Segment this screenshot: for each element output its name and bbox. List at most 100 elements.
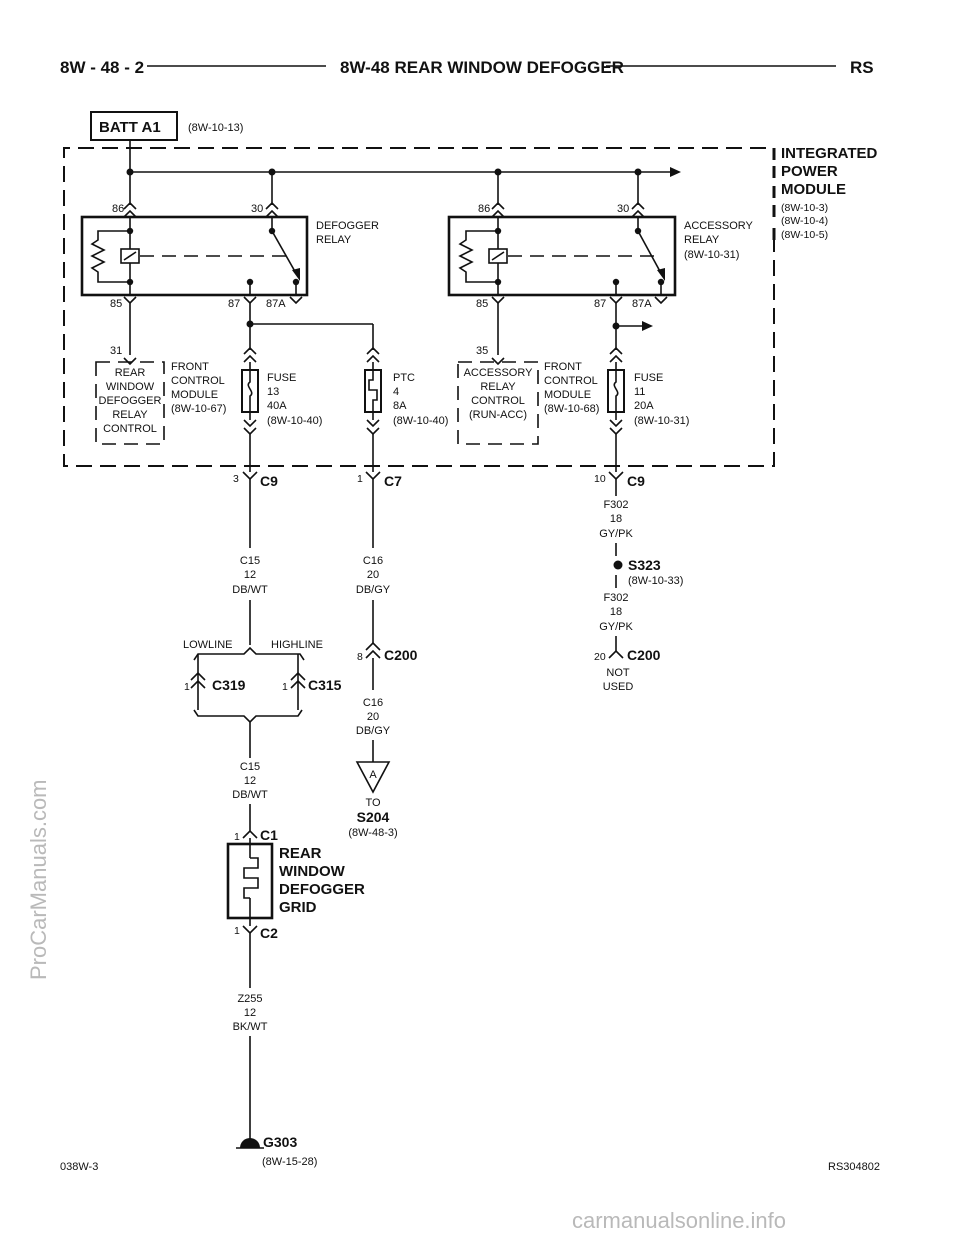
ipm-ref-1: (8W-10-3) [781, 202, 828, 214]
fuse-element [247, 370, 253, 412]
svg-text:G303: G303 [263, 1134, 297, 1150]
splice-s323: S323 [628, 557, 661, 573]
svg-text:4: 4 [393, 386, 399, 398]
svg-text:C315: C315 [308, 677, 342, 693]
acc-pin-85: 85 [476, 298, 488, 310]
relay-coil-resistor [90, 230, 130, 283]
svg-text:CONTROL: CONTROL [171, 375, 225, 387]
ptc-element [368, 370, 378, 412]
connector-c9-pin10: 10 C9 [594, 471, 645, 489]
svg-text:DB/GY: DB/GY [356, 584, 391, 596]
connector-c200-pin20: 20 C200 [594, 647, 661, 663]
footer-right-code: RS304802 [828, 1161, 880, 1173]
fuse-13: FUSE 13 40A (8W-10-40) [241, 346, 322, 436]
svg-text:DEFOGGER: DEFOGGER [279, 881, 365, 898]
page-number: 8W - 48 - 2 [60, 58, 144, 77]
svg-text:10: 10 [594, 473, 606, 485]
svg-text:F302: F302 [603, 592, 628, 604]
batt-label: BATT A1 [99, 119, 161, 136]
splice-s323-ref: (8W-10-33) [628, 575, 683, 587]
svg-text:WINDOW: WINDOW [279, 863, 346, 880]
svg-text:12: 12 [244, 775, 256, 787]
svg-text:ACCESSORY: ACCESSORY [464, 367, 534, 379]
svg-text:(8W-10-31): (8W-10-31) [634, 415, 689, 427]
connector-c319: 1 C319 [184, 671, 246, 693]
svg-text:PTC: PTC [393, 372, 415, 384]
fcm-rear-window-defogger-relay-control: 31 REAR WINDOW DEFOGGER RELAY CONTROL FR… [95, 345, 226, 445]
ipm-label-2: POWER [781, 163, 838, 180]
relay-switch-arm [271, 230, 298, 276]
svg-text:TO: TO [365, 797, 381, 809]
svg-text:FUSE: FUSE [267, 372, 296, 384]
fcm-left-box [95, 361, 165, 445]
svg-text:20A: 20A [634, 400, 654, 412]
wire-f302-lower: F302 18 GY/PK [599, 592, 633, 633]
fcm-accessory-relay-control: 35 ACCESSORY RELAY CONTROL (RUN-ACC) FRO… [457, 345, 599, 445]
svg-text:(8W-10-68): (8W-10-68) [544, 403, 599, 415]
wire-c16-lower: C16 20 DB/GY [356, 697, 391, 737]
page-title: 8W-48 REAR WINDOW DEFOGGER [340, 58, 624, 77]
svg-text:(8W-10-40): (8W-10-40) [267, 415, 322, 427]
svg-text:GY/PK: GY/PK [599, 621, 633, 633]
batt-box [90, 111, 178, 141]
svg-text:Z255: Z255 [237, 993, 262, 1005]
svg-text:20: 20 [594, 651, 606, 663]
svg-text:1: 1 [184, 681, 190, 693]
svg-text:C16: C16 [363, 555, 383, 567]
svg-text:18: 18 [610, 606, 622, 618]
svg-text:8: 8 [357, 651, 363, 663]
footer-left-code: 038W-3 [60, 1161, 98, 1173]
svg-text:RELAY: RELAY [112, 409, 148, 421]
svg-text:C2: C2 [260, 925, 278, 941]
wire-c15-upper: C15 12 DB/WT [232, 555, 268, 596]
svg-text:C9: C9 [627, 473, 645, 489]
accessory-relay-name-2: RELAY [684, 234, 720, 246]
svg-text:C15: C15 [240, 555, 260, 567]
ground-g303: G303 (8W-15-28) [236, 1134, 317, 1168]
svg-text:(8W-10-40): (8W-10-40) [393, 415, 448, 427]
pin-85: 85 [110, 298, 122, 310]
ipm-label-3: MODULE [781, 181, 846, 198]
svg-text:DB/GY: DB/GY [356, 725, 391, 737]
svg-text:C200: C200 [627, 647, 661, 663]
ipm-boundary [63, 147, 775, 467]
svg-text:C200: C200 [384, 647, 418, 663]
ipm-ref-3: (8W-10-5) [781, 229, 828, 241]
lowline-label: LOWLINE [183, 639, 233, 651]
svg-text:REAR: REAR [279, 845, 322, 862]
connector-c7-pin1: 1 C7 [357, 471, 402, 489]
pin-87a: 87A [266, 298, 286, 310]
wire-f302-upper: F302 18 GY/PK [599, 499, 633, 540]
accessory-relay-box [447, 215, 677, 297]
svg-text:11: 11 [634, 386, 645, 398]
acc-pin-87a: 87A [632, 298, 652, 310]
wire-c15-lower: C15 12 DB/WT [232, 761, 268, 801]
ptc-4: PTC 4 8A (8W-10-40) [364, 346, 448, 436]
defogger-relay-name: DEFOGGER [316, 220, 379, 232]
svg-text:BK/WT: BK/WT [233, 1021, 268, 1033]
svg-text:C9: C9 [260, 473, 278, 489]
grid-element [243, 857, 259, 899]
svg-text:C7: C7 [384, 473, 402, 489]
batt-ref: (8W-10-13) [188, 122, 243, 134]
side-watermark: ProCarManuals.com [26, 779, 51, 980]
defogger-relay-box [80, 215, 309, 297]
wire-z255: Z255 12 BK/WT [233, 993, 268, 1033]
svg-text:FRONT: FRONT [544, 361, 582, 373]
svg-text:CONTROL: CONTROL [544, 375, 598, 387]
svg-text:12: 12 [244, 1007, 256, 1019]
svg-text:18: 18 [610, 513, 622, 525]
ipm-ref-2: (8W-10-4) [781, 215, 828, 227]
ground-icon [240, 1138, 260, 1148]
not-used-label-2: USED [603, 681, 634, 693]
svg-text:20: 20 [367, 569, 379, 581]
acc-pin-86: 86 [478, 203, 490, 215]
svg-text:(8W-15-28): (8W-15-28) [262, 1156, 317, 1168]
pin-30: 30 [251, 203, 263, 215]
highline-label: HIGHLINE [271, 639, 323, 651]
svg-text:WINDOW: WINDOW [106, 381, 155, 393]
svg-text:C15: C15 [240, 761, 260, 773]
connector-c1: 1 C1 [234, 827, 278, 843]
acc-pin-87: 87 [594, 298, 606, 310]
